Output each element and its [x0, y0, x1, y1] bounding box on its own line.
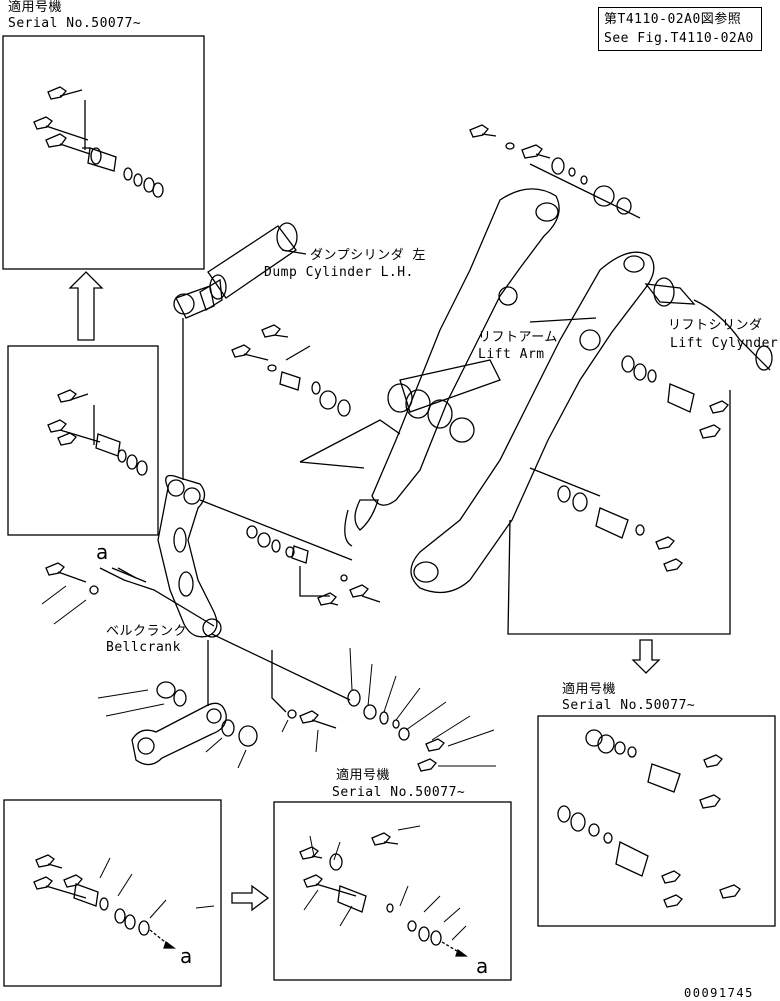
lift-cylinder-label-en: Lift Cylynder — [670, 336, 779, 351]
serial-right-jp: 適用号機 — [562, 682, 617, 697]
bellcrank-label-jp: ベルクランク — [106, 624, 188, 639]
ref-a-arrow — [111, 567, 147, 583]
ref-mark-a-bottom-left: a — [180, 944, 193, 968]
lift-cylinder-part — [644, 277, 773, 371]
dump-cylinder-label-jp: ダンプシリンダ 左 — [310, 248, 426, 263]
box-mid-left — [7, 345, 159, 536]
serial-bottom-jp: 適用号機 — [336, 768, 391, 783]
bellcrank-part — [157, 474, 222, 638]
right-lower-pin-set — [507, 390, 731, 635]
left-pin — [45, 562, 215, 627]
serial-top-left-en: Serial No.50077~ — [8, 16, 142, 31]
lower-pin-set — [199, 499, 381, 606]
lift-cylinder-label-jp: リフトシリンダ — [668, 318, 763, 333]
lift-arm-label-en: Lift Arm — [478, 347, 545, 362]
dump-cylinder-leader — [281, 249, 307, 255]
top-left-parts — [33, 86, 164, 198]
bellcrank-label-en: Bellcrank — [106, 640, 181, 655]
mid-left-parts — [47, 389, 148, 476]
box-bottom-center — [273, 801, 512, 981]
ref-mark-a: a — [96, 540, 109, 564]
bottom-left-parts — [33, 854, 176, 949]
serial-bottom-en: Serial No.50077~ — [332, 785, 466, 800]
dump-cylinder — [173, 222, 298, 480]
leader-lines — [41, 585, 496, 941]
link-rod — [131, 640, 258, 766]
right-pin-set — [621, 355, 729, 439]
arrow-up — [68, 271, 104, 341]
serial-right-en: Serial No.50077~ — [562, 698, 696, 713]
mid-pin-set — [231, 324, 401, 469]
figure-reference-en: See Fig.T4110-02A0 — [604, 31, 754, 46]
arrow-right — [231, 884, 270, 912]
lift-arm-part — [344, 188, 655, 594]
box-top-left — [2, 35, 205, 270]
ref-mark-a-bottom-center: a — [476, 954, 489, 978]
figure-reference-jp: 第T4110-02A0図参照 — [604, 12, 742, 27]
top-pin-set — [469, 124, 641, 219]
box-right — [537, 715, 776, 927]
lift-arm-label-jp: リフトアーム — [478, 330, 558, 345]
right-box-parts — [557, 729, 741, 908]
dump-cylinder-label-en: Dump Cylinder L.H. — [264, 265, 414, 280]
box-bottom-left — [3, 799, 222, 987]
serial-top-left-jp: 適用号機 — [8, 0, 63, 15]
lift-arm-leader — [529, 317, 597, 323]
figure-reference-box: 第T4110-02A0図参照 See Fig.T4110-02A0 — [598, 7, 762, 51]
drawing-number: 00091745 — [684, 986, 754, 1000]
arrow-down — [631, 639, 661, 674]
bottom-center-parts — [299, 832, 468, 957]
